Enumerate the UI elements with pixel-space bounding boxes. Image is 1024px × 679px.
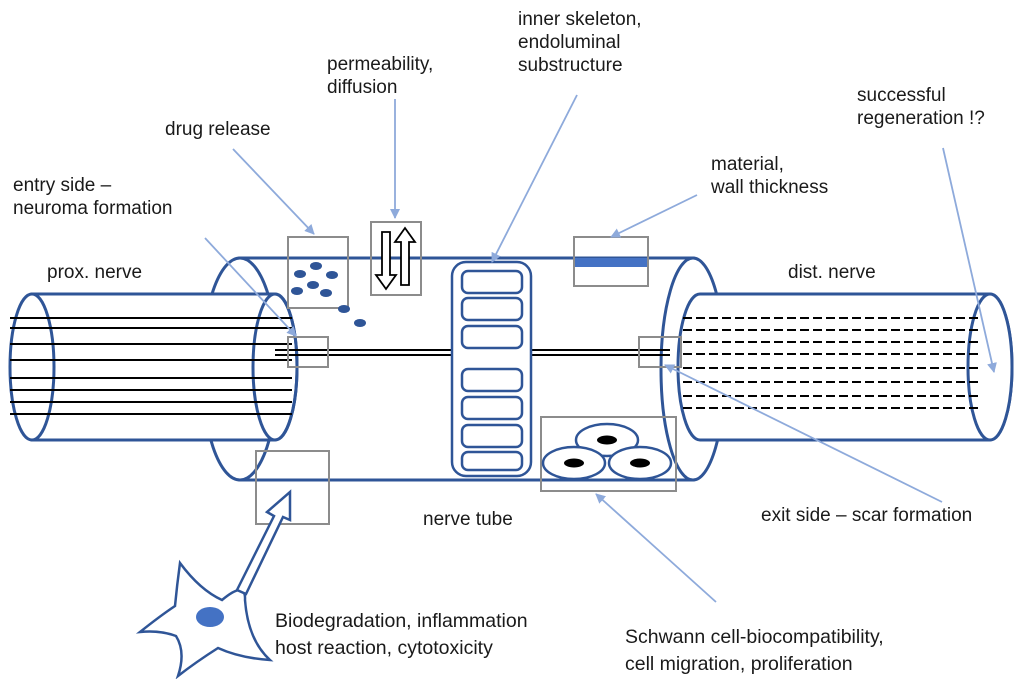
- permeability-label: permeability, diffusion: [327, 53, 433, 99]
- nerve-tube-label: nerve tube: [423, 509, 513, 530]
- dist-nerve-label: dist. nerve: [788, 262, 876, 283]
- schwann-label-line-1: Schwann cell-biocompatibility,: [625, 626, 884, 648]
- inner-skeleton-label-line-3: substructure: [518, 55, 623, 76]
- drug-particles-icon: [291, 262, 366, 327]
- exit-side-label: exit side – scar formation: [761, 505, 973, 526]
- successful-label: successful regeneration !?: [857, 84, 985, 130]
- entry-side-arrow: [204, 237, 297, 337]
- biodegradation-label-line-2: host reaction, cytotoxicity: [275, 637, 493, 659]
- proximal-nerve-fibers: [10, 317, 292, 415]
- schwann-cell-box: [540, 416, 677, 492]
- successful-label-line-2: regeneration !?: [857, 108, 985, 129]
- distal-nerve-fibers: [683, 317, 980, 409]
- entry-side-label: entry side – neuroma formation: [13, 174, 172, 220]
- distal-nerve: [676, 292, 1014, 442]
- wall-thickness-icon: [575, 258, 647, 267]
- drug-release-box: [287, 236, 349, 309]
- successful-label-line-1: successful: [857, 85, 946, 106]
- biodegradation-label: Biodegradation, inflammation host reacti…: [275, 608, 528, 662]
- prox-nerve-label: prox. nerve: [47, 262, 143, 283]
- entry-side-label-line-2: neuroma formation: [13, 198, 173, 219]
- exit-side-box: [638, 336, 682, 368]
- inner-skeleton-label-line-2: endoluminal: [518, 32, 621, 53]
- biodegradation-box: [255, 450, 330, 525]
- focus-boxes: [255, 221, 682, 525]
- host-reaction-arrow: [235, 489, 292, 596]
- bidirectional-arrows-icon: [374, 226, 417, 291]
- permeability-label-line-2: diffusion: [327, 77, 398, 98]
- material-label-line-1: material,: [711, 154, 784, 175]
- permeability-label-line-1: permeability,: [327, 54, 434, 75]
- entry-side-box: [287, 336, 329, 368]
- proximal-nerve: [8, 292, 299, 442]
- drug-release-arrow: [232, 148, 315, 235]
- schwann-label: Schwann cell-biocompatibility, cell migr…: [625, 624, 884, 678]
- material-label-line-2: wall thickness: [711, 177, 829, 198]
- permeability-box: [370, 221, 422, 296]
- material-label: material, wall thickness: [711, 153, 828, 199]
- material-arrow: [610, 194, 698, 238]
- biodegradation-label-line-1: Biodegradation, inflammation: [275, 610, 528, 632]
- inner-skeleton: [450, 260, 533, 478]
- proximal-nerve-left-end: [8, 292, 56, 442]
- schwann-label-line-2: cell migration, proliferation: [625, 653, 853, 675]
- schwann-arrow: [595, 493, 717, 603]
- exit-side-arrow: [664, 364, 943, 503]
- callout-arrows: [204, 94, 997, 603]
- entry-side-label-line-1: entry side –: [13, 175, 112, 196]
- inner-skeleton-label: inner skeleton, endoluminal substructure: [518, 8, 642, 77]
- schwann-cells-icon: [541, 422, 673, 481]
- drug-release-label: drug release: [165, 119, 271, 140]
- inner-skeleton-arrow: [491, 94, 578, 263]
- successful-arrow: [942, 147, 997, 373]
- inner-skeleton-label-line-1: inner skeleton,: [518, 9, 642, 30]
